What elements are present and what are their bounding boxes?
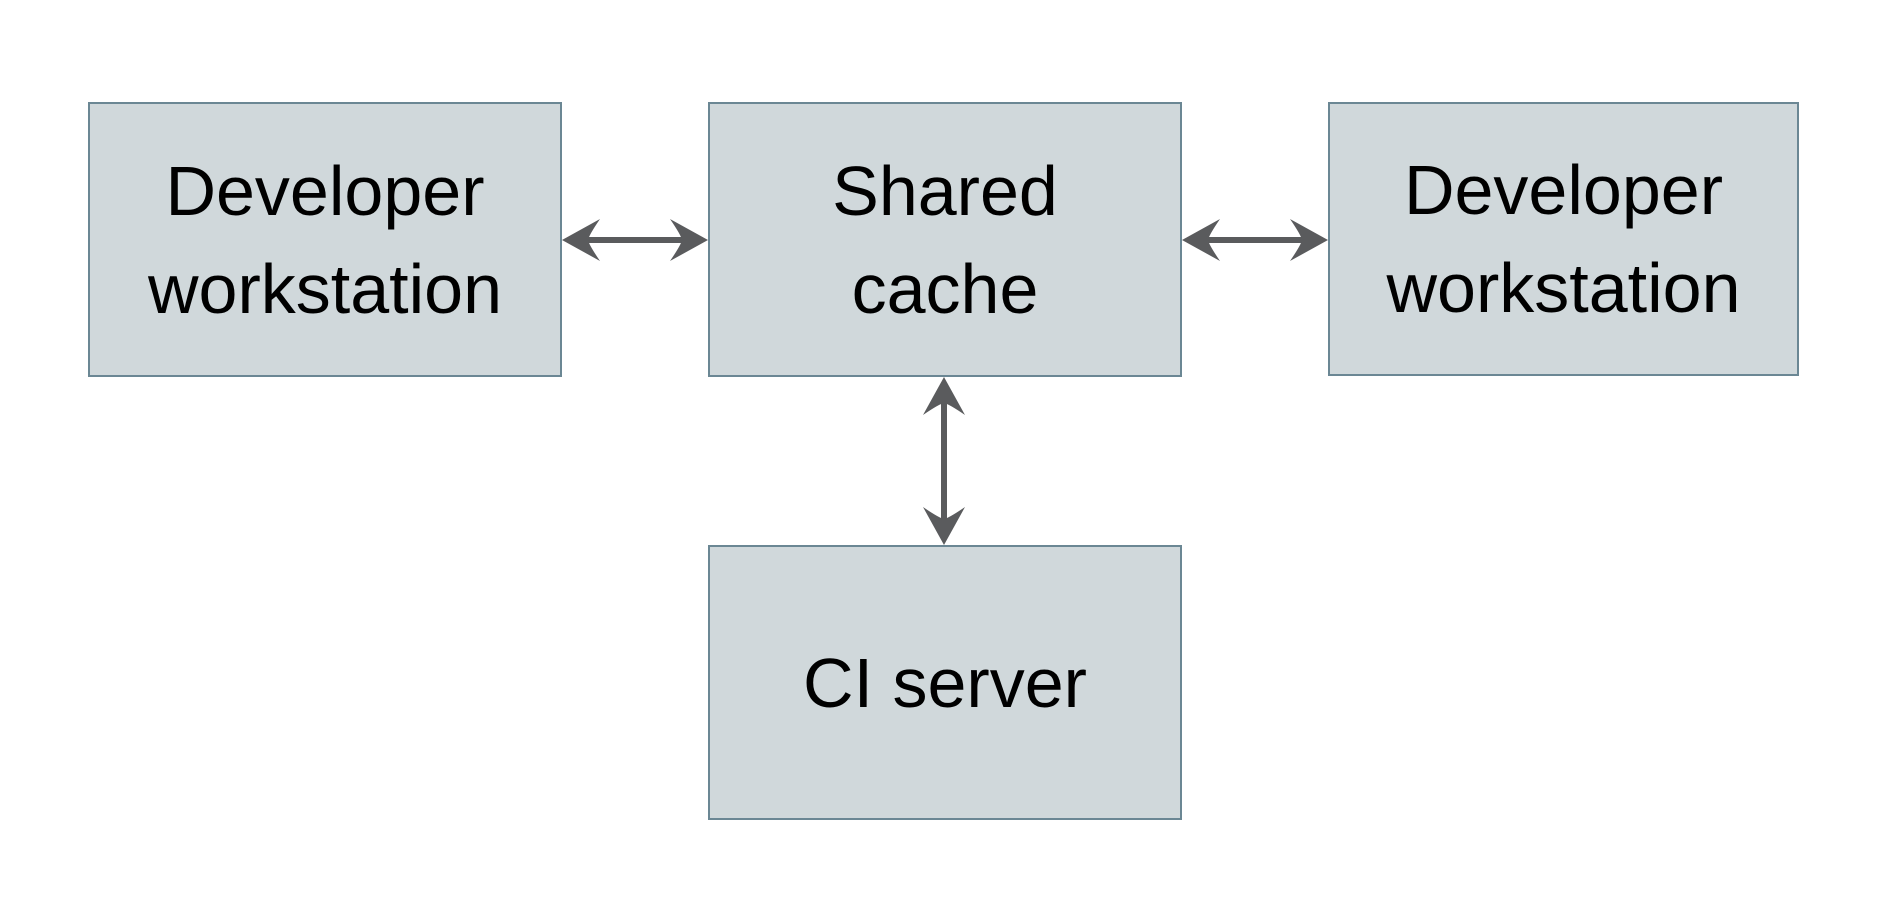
arrow-head-right (670, 219, 708, 261)
bidirectional-arrow-vertical-icon (923, 377, 965, 545)
node-label-developer-workstation-left: Developer workstation (147, 151, 503, 328)
arrow-head-right (1290, 219, 1328, 261)
arrow-head-bottom (923, 507, 965, 545)
node-shared-cache: Shared cache (708, 102, 1182, 377)
node-label-ci-server: CI server (803, 643, 1087, 722)
node-label-shared-cache: Shared cache (832, 151, 1058, 328)
arrow-head-left (1182, 219, 1220, 261)
bidirectional-arrow-horizontal-right-icon (1182, 219, 1328, 261)
node-developer-workstation-left: Developer workstation (88, 102, 562, 377)
bidirectional-arrow-horizontal-left-icon (562, 219, 708, 261)
arrow-head-left (562, 219, 600, 261)
node-ci-server: CI server (708, 545, 1182, 820)
arrow-head-top (923, 377, 965, 415)
node-label-developer-workstation-right: Developer workstation (1386, 151, 1741, 327)
node-developer-workstation-right: Developer workstation (1328, 102, 1799, 376)
